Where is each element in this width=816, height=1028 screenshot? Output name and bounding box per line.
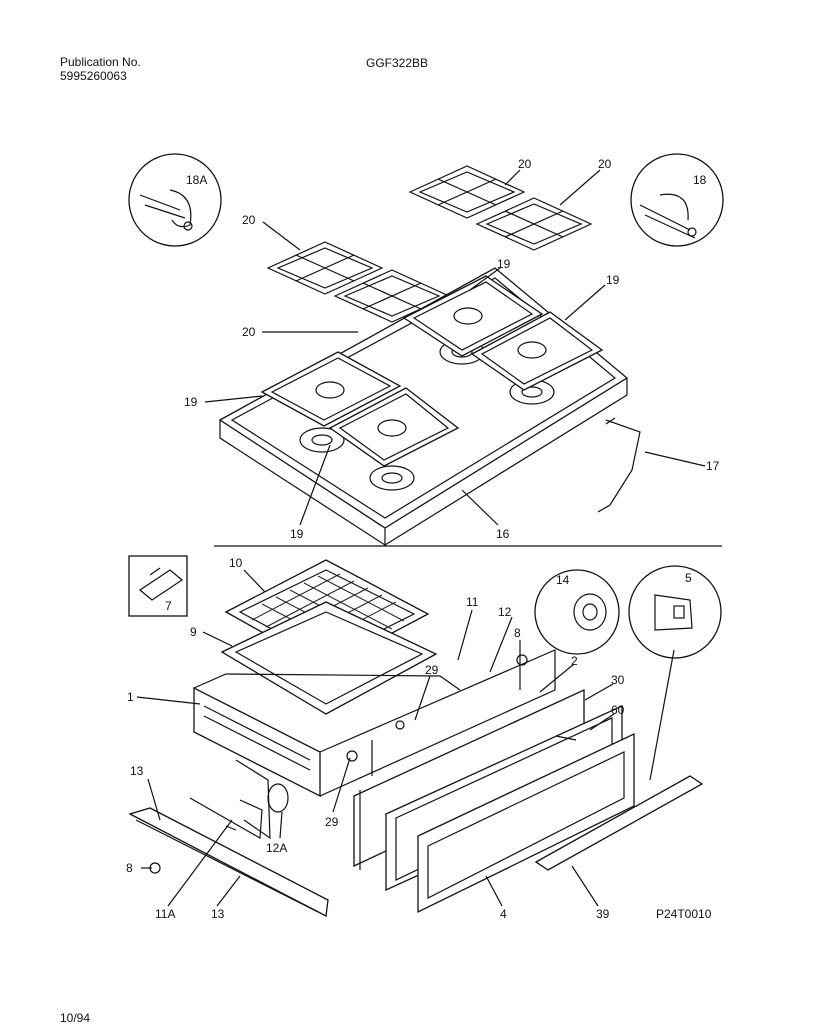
callout: 1 — [127, 690, 134, 704]
callout: 17 — [706, 459, 720, 473]
leader-lines-bottom — [136, 569, 675, 907]
small-fasteners — [149, 654, 577, 874]
callout: 2 — [571, 654, 578, 668]
callout: 9 — [190, 625, 197, 639]
callout: 19 — [606, 273, 620, 287]
callout: 20 — [518, 157, 532, 171]
model-number: GGF322BB — [366, 56, 429, 70]
bracket-12A — [189, 759, 289, 840]
callout: 16 — [496, 527, 510, 541]
drawer-front-4 — [417, 732, 635, 914]
callout-labels: 18A 18 20 20 20 20 19 19 19 19 17 16 10 … — [126, 157, 720, 921]
callout: 11 — [466, 595, 479, 609]
leader-lines-top — [204, 169, 706, 526]
callout: 19 — [184, 395, 198, 409]
callout: 14 — [556, 573, 570, 587]
callout: 12 — [498, 605, 512, 619]
broiler-drawer-1 — [193, 640, 556, 798]
callout: 4 — [500, 907, 507, 921]
callout: 19 — [290, 527, 304, 541]
figure-code: P24T0010 — [656, 907, 712, 921]
rail-13 — [128, 807, 329, 918]
callout: 13 — [130, 764, 144, 778]
callout: 29 — [425, 663, 439, 677]
drip-pans-left — [260, 351, 460, 467]
inset-7 — [128, 555, 188, 617]
callout: 8 — [514, 626, 521, 640]
callout: 13 — [211, 907, 225, 921]
revision-date: 10/94 — [60, 1011, 91, 1025]
trim-39 — [534, 775, 704, 871]
broiler-pan-9 — [220, 601, 438, 715]
callout: 19 — [497, 257, 511, 271]
drip-pans-right — [402, 275, 604, 391]
callout: 11A — [155, 907, 175, 921]
callout: 30 — [611, 673, 625, 687]
callout: 18A — [186, 173, 207, 187]
inset-18A — [128, 153, 222, 247]
callout: 18 — [693, 173, 707, 187]
publication-number: 5995260063 — [60, 69, 127, 83]
callout: 29 — [325, 815, 339, 829]
callout: 5 — [685, 571, 692, 585]
callout: 7 — [165, 599, 172, 613]
callout: 10 — [229, 556, 243, 570]
inset-5 — [628, 565, 722, 659]
callout: 20 — [242, 325, 256, 339]
publication-label: Publication No. — [60, 55, 141, 69]
callout: 20 — [598, 157, 612, 171]
callout: 8 — [126, 861, 133, 875]
support-rod-17 — [597, 417, 641, 513]
inset-14 — [534, 569, 620, 655]
callout: 60 — [611, 703, 625, 717]
callout: 39 — [596, 907, 610, 921]
inset-18 — [630, 153, 724, 247]
callout: 12A — [266, 841, 287, 855]
grate-top-right — [408, 165, 593, 251]
callout: 20 — [242, 213, 256, 227]
